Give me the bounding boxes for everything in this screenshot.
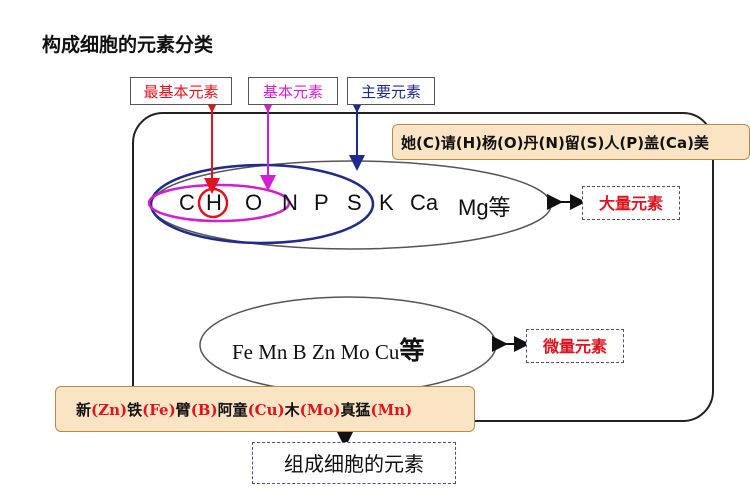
micro-elements-list: Fe Mn B Zn Mo Cu <box>232 340 400 364</box>
element-c: C <box>179 190 195 215</box>
basic-element-label: 基本元素 <box>248 77 338 105</box>
element-p: P <box>314 190 329 215</box>
element-k: K <box>379 190 394 215</box>
page-title: 构成细胞的元素分类 <box>42 34 214 56</box>
element-s: S <box>347 190 362 215</box>
element-h: H <box>206 190 222 215</box>
micro-elements-label: 微量元素 <box>526 329 624 363</box>
micro-elements-suffix: 等 <box>399 336 425 365</box>
element-mg-etc: Mg等 <box>458 195 511 220</box>
main-element-label: 主要元素 <box>347 77 435 105</box>
element-ca: Ca <box>410 190 439 215</box>
most-basic-element-label: 最基本元素 <box>130 77 232 105</box>
macro-elements-label: 大量元素 <box>582 186 680 220</box>
micro-mnemonic: 新(Zn)铁(Fe)臂(B)阿童(Cu)木(Mo)真猛(Mn) <box>55 386 475 432</box>
element-n: N <box>282 190 298 215</box>
micro-elements-text: Fe Mn B Zn Mo Cu等 <box>232 331 424 367</box>
element-o: O <box>245 190 263 215</box>
macro-mnemonic: 她(C)请(H)杨(O)丹(N)留(S)人(P)盖(Ca)美 <box>392 124 750 160</box>
cell-elements-label: 组成细胞的元素 <box>252 442 456 484</box>
